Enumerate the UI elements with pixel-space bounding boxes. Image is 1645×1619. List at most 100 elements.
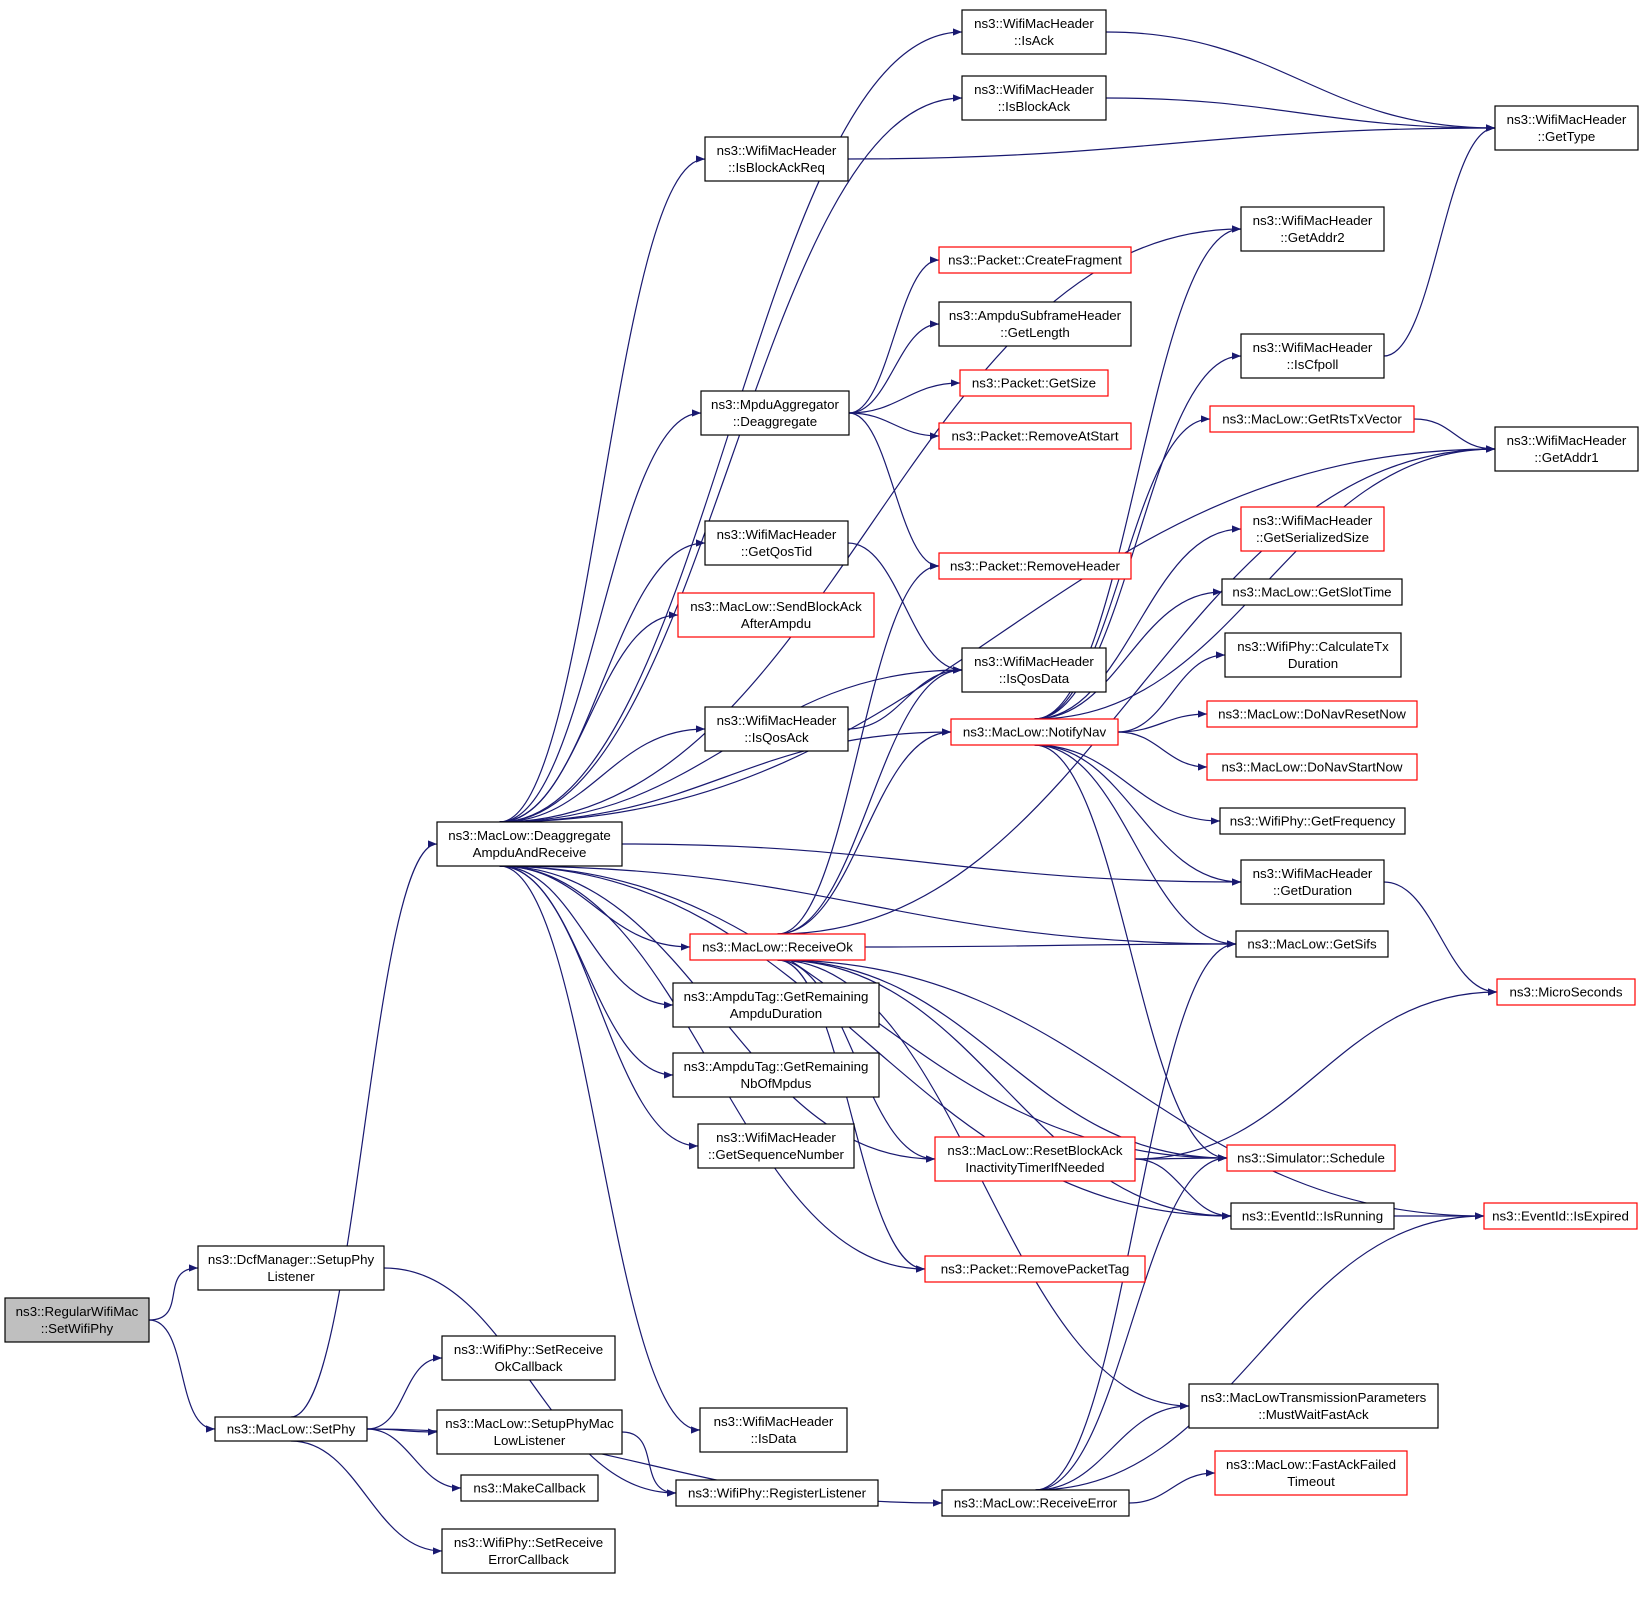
node-getSifs[interactable]: ns3::MacLow::GetSifs bbox=[1235, 930, 1389, 958]
node-label: ns3::MacLow::SetupPhyMac bbox=[445, 1416, 614, 1431]
node-receiveError[interactable]: ns3::MacLow::ReceiveError bbox=[941, 1489, 1130, 1517]
node-isCfpoll[interactable]: ns3::WifiMacHeader::IsCfpoll bbox=[1240, 333, 1385, 379]
node-label: ns3::WifiMacHeader bbox=[1507, 433, 1627, 448]
node-box bbox=[959, 369, 1109, 397]
node-box bbox=[924, 1255, 1146, 1283]
node-getSlotTime[interactable]: ns3::MacLow::GetSlotTime bbox=[1221, 578, 1403, 606]
node-microSeconds[interactable]: ns3::MicroSeconds bbox=[1496, 978, 1636, 1006]
node-getQosTid[interactable]: ns3::WifiMacHeader::GetQosTid bbox=[704, 520, 849, 566]
node-getSeqNum[interactable]: ns3::WifiMacHeader::GetSequenceNumber bbox=[697, 1123, 855, 1169]
node-label: ns3::WifiMacHeader bbox=[717, 143, 837, 158]
node-setPhy[interactable]: ns3::MacLow::SetPhy bbox=[214, 1416, 368, 1442]
edge-deaggAmpdu-to-ampduDuration bbox=[499, 865, 674, 1009]
edge bbox=[777, 959, 1485, 1220]
edge bbox=[848, 256, 940, 414]
node-removePacketTag[interactable]: ns3::Packet::RemovePacketTag bbox=[924, 1255, 1146, 1283]
node-isExpired[interactable]: ns3::EventId::IsExpired bbox=[1483, 1202, 1638, 1230]
node-doNavStartNow[interactable]: ns3::MacLow::DoNavStartNow bbox=[1206, 753, 1418, 781]
node-isAck[interactable]: ns3::WifiMacHeader::IsAck bbox=[961, 9, 1107, 55]
edge bbox=[777, 959, 926, 1273]
node-mpduDeagg[interactable]: ns3::MpduAggregator::Deaggregate bbox=[700, 390, 850, 436]
edge-notifyNav-to-getSifs bbox=[1034, 744, 1237, 948]
edge bbox=[848, 412, 940, 440]
node-removeAtStart[interactable]: ns3::Packet::RemoveAtStart bbox=[938, 422, 1132, 450]
node-isQosAck[interactable]: ns3::WifiMacHeader::IsQosAck bbox=[704, 706, 849, 752]
node-getAddr2[interactable]: ns3::WifiMacHeader::GetAddr2 bbox=[1240, 206, 1385, 252]
edge bbox=[1134, 988, 1498, 1160]
node-subframeGetLength[interactable]: ns3::AmpduSubframeHeader::GetLength bbox=[938, 301, 1132, 347]
edge bbox=[777, 445, 1496, 935]
node-getFrequency[interactable]: ns3::WifiPhy::GetFrequency bbox=[1219, 807, 1406, 835]
node-makeCallback[interactable]: ns3::MakeCallback bbox=[460, 1474, 599, 1502]
node-resetBlockAck[interactable]: ns3::MacLow::ResetBlockAckInactivityTime… bbox=[934, 1136, 1136, 1182]
node-mustWaitFastAck[interactable]: ns3::MacLowTransmissionParameters::MustW… bbox=[1188, 1383, 1439, 1429]
node-box bbox=[689, 933, 866, 961]
node-packetGetSize[interactable]: ns3::Packet::GetSize bbox=[959, 369, 1109, 397]
node-registerListener[interactable]: ns3::WifiPhy::RegisterListener bbox=[675, 1479, 879, 1507]
edge bbox=[1035, 940, 1237, 1491]
edge-notifyNav-to-calcTxDuration bbox=[1117, 651, 1226, 733]
node-box bbox=[941, 1489, 1130, 1517]
node-isQosData[interactable]: ns3::WifiMacHeader::IsQosData bbox=[961, 647, 1107, 693]
node-box bbox=[1230, 1202, 1395, 1230]
node-box bbox=[1496, 978, 1636, 1006]
edge-mpduDeagg-to-createFragment bbox=[848, 256, 940, 414]
node-createFragment[interactable]: ns3::Packet::CreateFragment bbox=[938, 246, 1132, 274]
node-label: ::IsQosData bbox=[999, 671, 1070, 686]
node-isBlockAckReq[interactable]: ns3::WifiMacHeader::IsBlockAckReq bbox=[704, 136, 849, 182]
node-notifyNav[interactable]: ns3::MacLow::NotifyNav bbox=[950, 718, 1119, 746]
edge bbox=[499, 865, 691, 951]
node-label: ns3::WifiMacHeader bbox=[974, 82, 1094, 97]
node-label: ns3::WifiPhy::CalculateTx bbox=[1237, 639, 1389, 654]
node-isData[interactable]: ns3::WifiMacHeader::IsData bbox=[699, 1407, 848, 1453]
node-receiveOk[interactable]: ns3::MacLow::ReceiveOk bbox=[689, 933, 866, 961]
node-box bbox=[938, 552, 1132, 580]
edge-deaggAmpdu-to-getSifs bbox=[499, 865, 1237, 948]
node-removeHeader[interactable]: ns3::Packet::RemoveHeader bbox=[938, 552, 1132, 580]
node-label: ::GetSerializedSize bbox=[1256, 530, 1369, 545]
edge bbox=[1034, 525, 1242, 720]
edge-receiveOk-to-notifyNav bbox=[777, 728, 952, 935]
edge-isCfpoll-to-getType bbox=[1383, 124, 1496, 357]
node-box bbox=[1240, 859, 1385, 905]
edge bbox=[290, 840, 438, 1418]
node-label: ns3::AmpduTag::GetRemaining bbox=[684, 989, 869, 1004]
node-schedule[interactable]: ns3::Simulator::Schedule bbox=[1226, 1144, 1396, 1172]
node-getRtsTxVector[interactable]: ns3::MacLow::GetRtsTxVector bbox=[1209, 405, 1415, 433]
edge-receiveError-to-schedule bbox=[1035, 1154, 1228, 1491]
node-doNavResetNow[interactable]: ns3::MacLow::DoNavResetNow bbox=[1206, 700, 1418, 728]
node-box bbox=[1206, 753, 1418, 781]
node-label: ::GetQosTid bbox=[741, 544, 812, 559]
node-box bbox=[1235, 930, 1389, 958]
node-box bbox=[950, 718, 1119, 746]
edge bbox=[1383, 124, 1496, 357]
node-label: ns3::MpduAggregator bbox=[711, 397, 839, 412]
node-getDuration[interactable]: ns3::WifiMacHeader::GetDuration bbox=[1240, 859, 1385, 905]
edge-deaggAmpdu-to-getDuration bbox=[621, 843, 1242, 886]
node-box bbox=[436, 1409, 623, 1455]
node-getAddr1[interactable]: ns3::WifiMacHeader::GetAddr1 bbox=[1494, 426, 1639, 472]
node-isBlockAck[interactable]: ns3::WifiMacHeader::IsBlockAck bbox=[961, 75, 1107, 121]
node-box bbox=[697, 1123, 855, 1169]
edge-getQosTid-to-isQosData bbox=[847, 542, 963, 674]
node-getSerializedSize[interactable]: ns3::WifiMacHeader::GetSerializedSize bbox=[1240, 506, 1385, 552]
node-isRunning[interactable]: ns3::EventId::IsRunning bbox=[1230, 1202, 1395, 1230]
edge bbox=[1117, 731, 1208, 771]
node-getType[interactable]: ns3::WifiMacHeader::GetType bbox=[1494, 105, 1639, 151]
node-label: ns3::MacLow::ReceiveError bbox=[954, 1496, 1118, 1511]
node-box bbox=[961, 75, 1107, 121]
edge bbox=[499, 865, 674, 1009]
node-label: ::GetType bbox=[1538, 129, 1596, 144]
node-label: ns3::DcfManager::SetupPhy bbox=[208, 1252, 375, 1267]
node-label: ns3::WifiPhy::GetFrequency bbox=[1230, 814, 1396, 829]
